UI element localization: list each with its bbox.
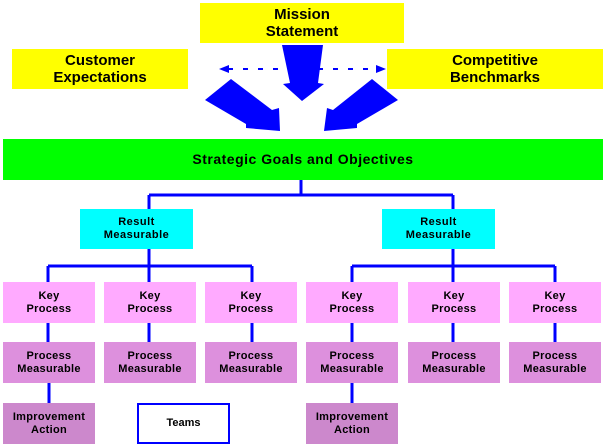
improvement-line2: Action — [333, 423, 371, 436]
key-line1: Key — [443, 289, 465, 302]
pm-line2: Measurable — [523, 362, 587, 375]
mission-line2: Statement — [265, 23, 339, 40]
teams-node: Teams — [137, 403, 230, 444]
pm-line2: Measurable — [219, 362, 283, 375]
pm-line1: Process — [26, 349, 72, 362]
key-line2: Process — [26, 302, 72, 315]
pm-line1: Process — [329, 349, 375, 362]
key-line1: Key — [341, 289, 363, 302]
improvement-line1: Improvement — [12, 410, 86, 423]
competitive-line2: Benchmarks — [449, 69, 541, 86]
converging-arrows-icon — [205, 45, 398, 131]
result-line1: Result — [118, 216, 155, 229]
mission-line1: Mission — [274, 5, 330, 23]
key-line2: Process — [532, 302, 578, 315]
result-line1: Result — [420, 216, 457, 229]
key-line1: Key — [544, 289, 566, 302]
pm-line2: Measurable — [422, 362, 486, 375]
result-line2: Measurable — [103, 229, 170, 241]
pm-line2: Measurable — [17, 362, 81, 375]
improvement-line2: Action — [30, 423, 68, 436]
key-line1: Key — [240, 289, 262, 302]
teams-label: Teams — [166, 417, 201, 430]
pm-line1: Process — [431, 349, 477, 362]
key-line1: Key — [139, 289, 161, 302]
result-line2: Measurable — [405, 229, 472, 241]
key-line2: Process — [228, 302, 274, 315]
dashed-double-arrow-icon — [219, 65, 386, 73]
customer-line2: Expectations — [53, 69, 147, 86]
pm-line1: Process — [228, 349, 274, 362]
competitive-line1: Competitive — [452, 51, 538, 69]
key-line2: Process — [127, 302, 173, 315]
key-line2: Process — [431, 302, 477, 315]
pm-line2: Measurable — [118, 362, 182, 375]
pm-line2: Measurable — [320, 362, 384, 375]
strategic-label: Strategic Goals and Objectives — [192, 151, 414, 168]
key-line2: Process — [329, 302, 375, 315]
strategic-goals-node: Strategic Goals and Objectives — [3, 139, 603, 180]
key-line1: Key — [38, 289, 60, 302]
customer-line1: Customer — [64, 51, 135, 69]
pm-line1: Process — [127, 349, 173, 362]
pm-line1: Process — [532, 349, 578, 362]
improvement-line1: Improvement — [315, 410, 389, 423]
